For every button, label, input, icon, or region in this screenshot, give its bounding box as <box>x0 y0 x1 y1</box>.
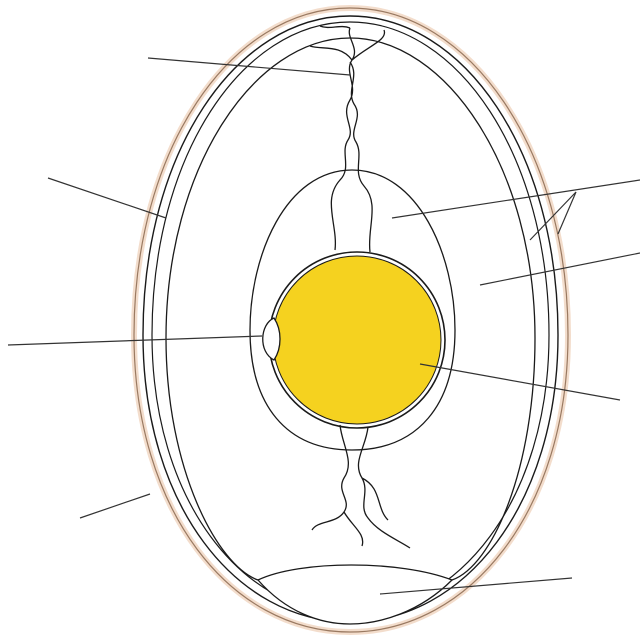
leader-line-membranes-b <box>558 192 576 234</box>
leader-line-chalaza <box>148 58 350 75</box>
leader-line-yolk <box>420 364 620 400</box>
leader-line-thick-albumen <box>392 180 640 218</box>
yolk <box>273 256 441 424</box>
germinal-disc <box>263 318 280 360</box>
chalaza-upper <box>310 26 385 252</box>
leader-line-shell <box>48 178 166 218</box>
leader-line-outer-membrane <box>80 494 150 518</box>
leader-line-membranes-a <box>530 192 576 240</box>
chalaza-lower <box>312 425 410 548</box>
